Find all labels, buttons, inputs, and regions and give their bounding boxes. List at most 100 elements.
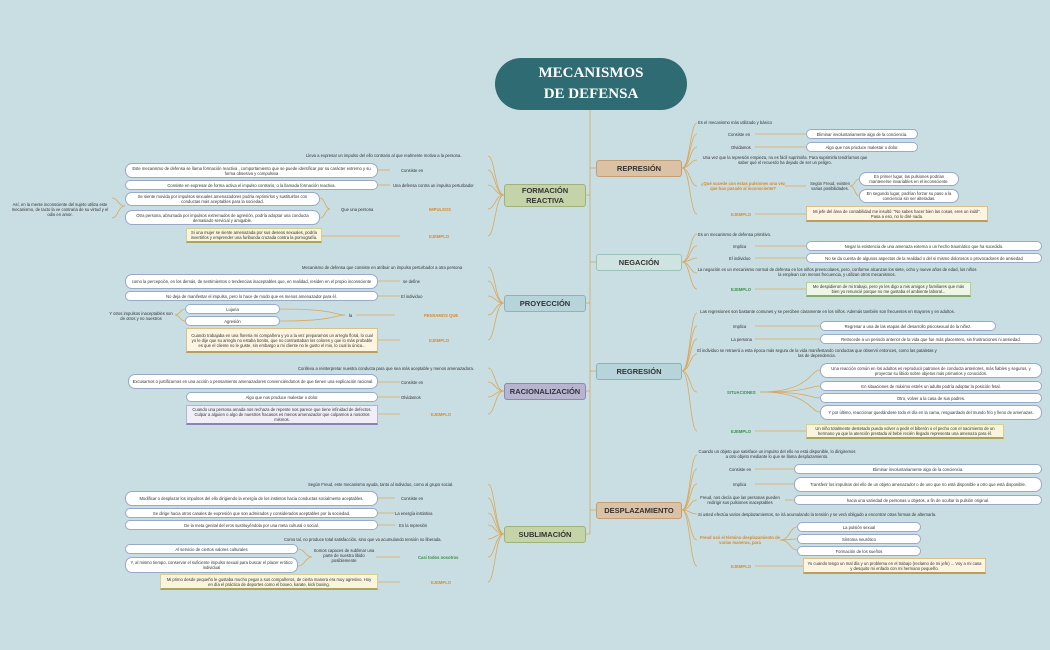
- proyeccion-individuo-label: El individuo: [401, 294, 423, 299]
- desplazamiento-implica-box: Transferir los impulsos del ello de un o…: [794, 477, 1042, 492]
- regresion-situacion-4: Y por último, reaccionar quedándose todo…: [820, 405, 1042, 420]
- regresion-situacion-1: Una reacción común en los adultos es rep…: [820, 363, 1042, 378]
- regresion-situaciones-label: SITUACIONES: [727, 390, 756, 395]
- formacion-consiste-label: Consiste en: [401, 168, 424, 173]
- represion-question: ¿Qué sucede con estas pulsiones una vez …: [700, 181, 785, 191]
- proyeccion-agresion-box: Agresión: [185, 316, 280, 326]
- desplazamiento-note: Freud, nos decía que las personas pueden…: [700, 495, 780, 505]
- represion-olvidamos-label: Olvidamos: [731, 145, 751, 150]
- negacion-example-label: EJEMPLO: [731, 287, 752, 292]
- desplazamiento-consiste-label: Consiste en: [729, 467, 752, 472]
- central-title: MECANISMOS DE DEFENSA: [495, 58, 687, 110]
- desplazamiento-freud-3: Formación de los sueños: [797, 546, 921, 556]
- negacion-example-box: Me despidieron de mi trabajo, pero yo le…: [806, 282, 971, 297]
- proyeccion-define-label: se define: [403, 279, 420, 284]
- sublimacion-represion-label: En la represión: [399, 523, 428, 528]
- represion-freud-1: En primer lugar, las pulsiones podrían m…: [859, 172, 959, 186]
- desplazamiento-freud-2: Síntoma neurótico: [797, 534, 921, 544]
- represion-consiste-label: Consiste en: [728, 132, 751, 137]
- regresion-example-label: EJEMPLO: [731, 429, 752, 434]
- formacion-side-note: Así, en la mente inconsciente del sujeto…: [11, 202, 109, 217]
- represion-example-label: EJEMPLO: [731, 212, 752, 217]
- represion-consiste-box: Eliminar involuntariamente algo de la co…: [806, 129, 918, 139]
- desplazamiento-freud-1: La pulsión sexual: [797, 522, 921, 532]
- represion-freud: Según Freud, existen varias posibilidade…: [810, 181, 850, 191]
- negacion-implica-box: Negar la existencia de una amenaza exter…: [806, 241, 1042, 251]
- desplazamiento-intro: Cuando un objeto que satisface un impuls…: [698, 449, 856, 459]
- formacion-consiste-box-2: Consiste en expresar de forma activa el …: [125, 180, 378, 190]
- racionalizacion-consiste-box: Excusarnos o justificarnos en una acción…: [128, 374, 378, 389]
- sublimacion-represion-box: De la meta genital del eros sustituyéndo…: [125, 520, 378, 530]
- regresion-intro: Las regresiones son bastante comunes y s…: [700, 309, 955, 314]
- desplazamiento-example-box: Yo cuando tengo un mal día y un problema…: [803, 558, 986, 574]
- regresion-note: El individuo se retraerá a esta época má…: [697, 348, 937, 358]
- desplazamiento-energia: Si usted efectúa varios desplazamientos,…: [698, 512, 937, 517]
- racionalizacion-example-box: Cuando una persona amada nos rechaza de …: [186, 405, 378, 425]
- negacion-intro: Es un mecanismo de defensa primitivo.: [698, 232, 772, 237]
- regresion-situacion-2: En situaciones de máximo estrés un adult…: [820, 381, 1042, 391]
- regresion-implica-box: Regresar a una de las etapas del desarro…: [820, 321, 996, 331]
- proyeccion-example-label: EJEMPLO: [429, 338, 450, 343]
- regresion-example-box: Un niño totalmente destetado pueda volve…: [806, 424, 1004, 439]
- proyeccion-example-box: Cuando trabajaba en una floreria mi comp…: [186, 328, 378, 353]
- desplazamiento-note-box: hacia una variedad de personas u objetos…: [794, 495, 1042, 505]
- sublimacion-capaces: Somos capaces de sublimar una parte de n…: [313, 548, 375, 563]
- represion-intro: Es el mecanismo más utilizado y básico: [698, 120, 773, 125]
- represion-example-box: Mi jefe del área de contabilidad me insu…: [806, 206, 988, 222]
- branch-proyeccion[interactable]: PROYECCIÓN: [504, 295, 586, 312]
- racionalizacion-olvidamos-box: Algo que nos produce malestar o dolor.: [186, 392, 378, 402]
- sublimacion-intro: Según Freud, este mecanismo ayuda, tanto…: [308, 482, 454, 487]
- branch-formacion-reactiva[interactable]: FORMACIÓN REACTIVA: [504, 184, 586, 207]
- formacion-impulso-2: Otra persona, abrumada por impulsos extr…: [125, 210, 320, 225]
- sublimacion-consiste-label: Consiste en: [401, 496, 424, 501]
- regresion-persona-label: La persona: [731, 337, 752, 342]
- branch-desplazamiento[interactable]: DESPLAZAMIENTO: [596, 502, 682, 519]
- negacion-individuo-label: El individuo: [729, 256, 751, 261]
- racionalizacion-olvidamos-label: Olvidamos: [401, 395, 421, 400]
- branch-represion[interactable]: REPRESIÓN: [596, 160, 682, 177]
- sublimacion-consiste-box: Modificar o desplazar los impulsos del e…: [125, 491, 378, 506]
- sublimacion-energia-label: La energía instintiva: [395, 511, 433, 516]
- formacion-consiste-box-1: Este mecanismo de defensa se llama forma…: [125, 163, 378, 178]
- formacion-impulso-1: Se siente movida por impulsos sexuales a…: [125, 192, 320, 206]
- formacion-impulsos-label: IMPULSOS: [429, 207, 451, 212]
- formacion-defensa: Una defensa contra un impulso perturbado…: [393, 183, 474, 188]
- represion-olvidamos-box: Algo que nos produce malestar o dolor.: [806, 142, 918, 152]
- represion-note: Una vez que la represión empieza, no es …: [702, 155, 868, 165]
- proyeccion-individuo-box: No deja de manifestar el impulso, pero l…: [125, 291, 378, 301]
- sublimacion-note: Como tal, no produce total satisfacción,…: [284, 537, 442, 542]
- represion-freud-2: En segundo lugar, podrían forzar su paso…: [859, 189, 959, 203]
- proyeccion-pensamos-label: PENSAMOS QUE: [424, 313, 459, 318]
- negacion-note: La negación es un mecanismo normal de de…: [697, 267, 977, 277]
- sublimacion-casi-label: Casi todos nosotros: [418, 555, 459, 560]
- regresion-implica-label: Implica: [733, 324, 747, 329]
- branch-regresion[interactable]: REGRESIÓN: [596, 363, 682, 380]
- formacion-intro: Lleva a expresar un impulso del ello con…: [306, 153, 462, 158]
- branch-racionalizacion[interactable]: RACIONALIZACIÓN: [504, 383, 586, 400]
- formacion-example-label: EJEMPLO: [429, 234, 450, 239]
- regresion-persona-box: Retrocede a un periodo anterior de la vi…: [820, 334, 1042, 344]
- desplazamiento-freud-label: Freud usó el término desplazamiento de v…: [699, 535, 781, 545]
- proyeccion-intro: Mecanismo de defensa que consiste en atr…: [302, 265, 463, 270]
- racionalizacion-intro: Conlleva a reinterpretar nuestra conduct…: [298, 366, 474, 371]
- formacion-example-box: Si una mujer se siente amenazada por sus…: [186, 228, 322, 243]
- sublimacion-capaces-1: Al servicio de ciertos valores culturale…: [125, 544, 298, 554]
- desplazamiento-example-label: EJEMPLO: [731, 564, 752, 569]
- proyeccion-otros: Y otros impulsos inaceptables son de otr…: [109, 311, 173, 321]
- racionalizacion-consiste-label: Consiste en: [401, 380, 424, 385]
- branch-negacion[interactable]: NEGACIÓN: [596, 254, 682, 271]
- desplazamiento-implica-label: Implica: [733, 482, 747, 487]
- negacion-implica-label: Implica: [733, 244, 747, 249]
- regresion-situacion-3: Otro, volver a la casa de sus padres.: [820, 393, 1042, 403]
- formacion-que-una: Que una persona: [341, 207, 374, 212]
- sublimacion-example-label: EJEMPLO: [431, 580, 452, 585]
- proyeccion-define-box: como la percepción, en los demás, de sen…: [125, 274, 378, 289]
- racionalizacion-example-label: EJEMPLO: [431, 412, 452, 417]
- branch-sublimacion[interactable]: SUBLIMACIÓN: [504, 526, 586, 543]
- sublimacion-example-box: Mi primo desde pequeño le gustaba mucho …: [160, 574, 378, 590]
- negacion-individuo-box: No se da cuenta de algunos aspectos de l…: [806, 253, 1042, 263]
- proyeccion-la: la: [349, 313, 353, 318]
- proyeccion-lujuria-box: Lujuria: [185, 304, 280, 314]
- sublimacion-capaces-2: Y, al mismo tiempo, conservar el suficie…: [125, 557, 298, 573]
